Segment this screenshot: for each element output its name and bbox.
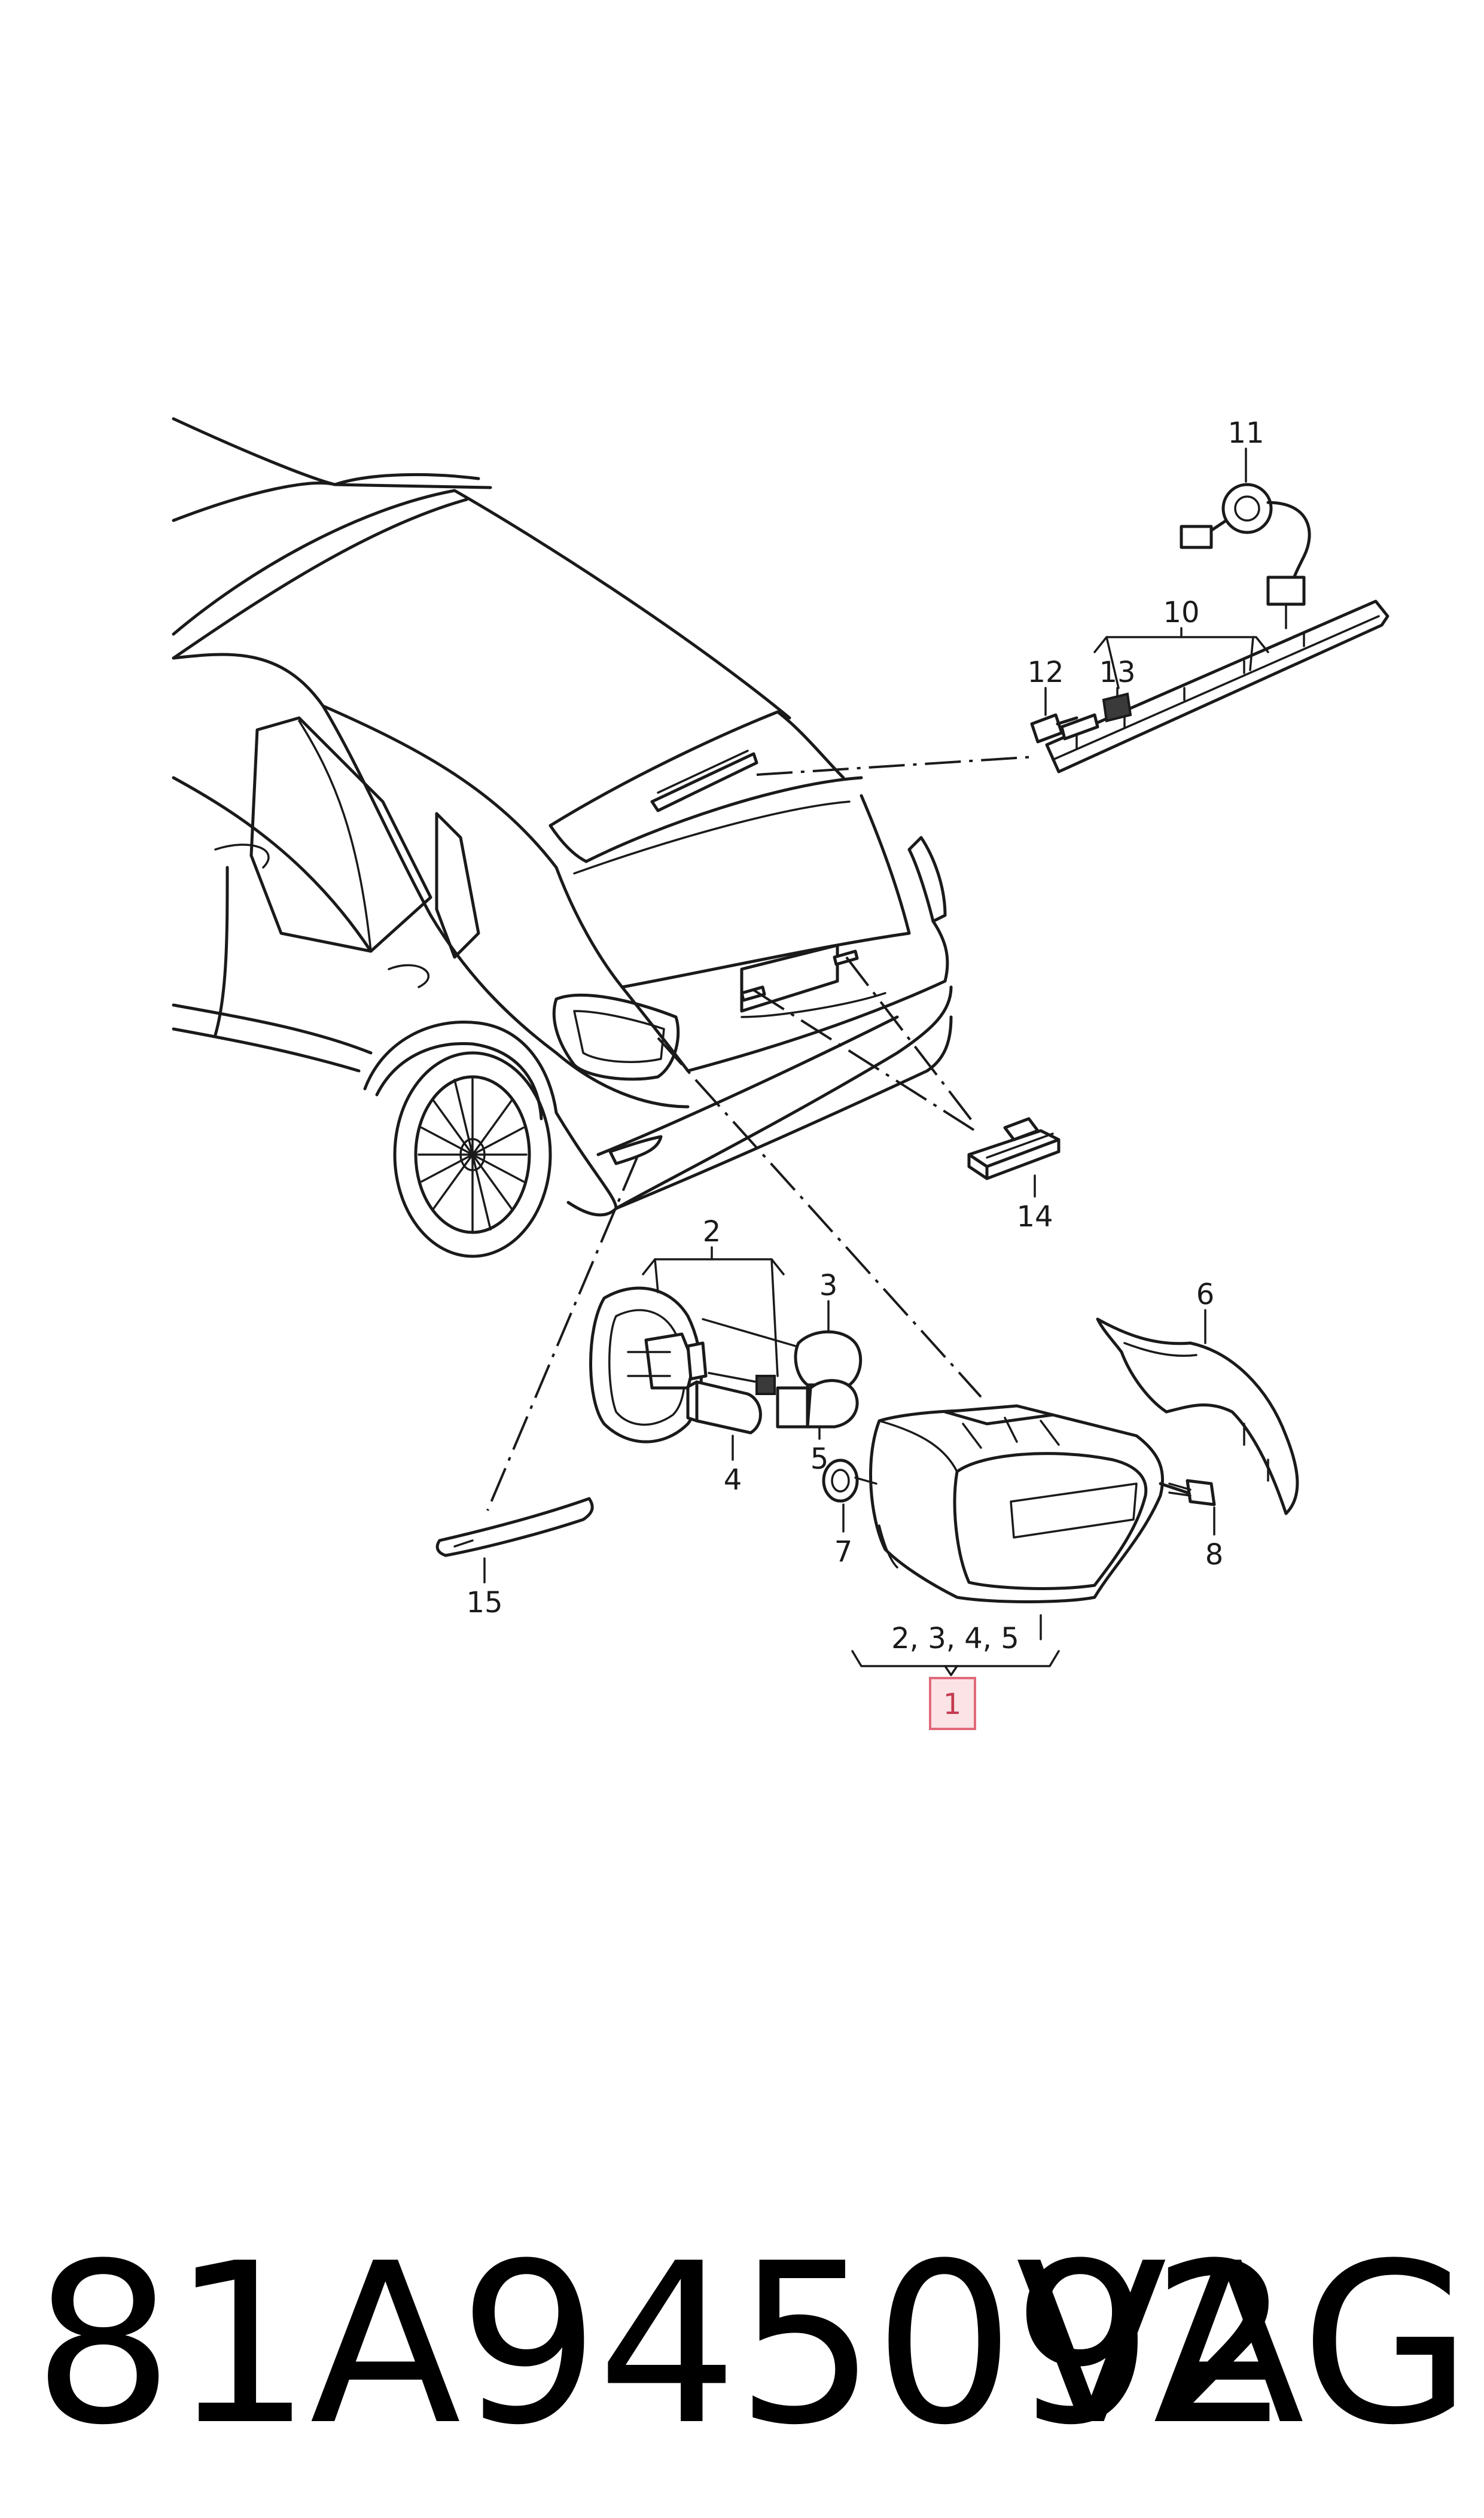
part-8-bolt xyxy=(1159,1479,1216,1506)
callout-5: 5 xyxy=(810,1442,829,1476)
callout-6: 6 xyxy=(1196,1278,1215,1311)
part-13-clip xyxy=(1102,692,1132,723)
part-7-nut xyxy=(822,1459,877,1503)
callout-labels: 11 10 12 13 14 2 3 4 5 6 7 8 15 2, 3, 4,… xyxy=(466,416,1264,1730)
callout-2: 2 xyxy=(703,1215,721,1249)
callout-12: 12 xyxy=(1027,656,1064,689)
callout-13: 13 xyxy=(1099,656,1135,689)
part-12-screw xyxy=(1030,713,1078,744)
part-1-tail-light-assembly xyxy=(869,1404,1165,1603)
brand-name: VAG xyxy=(1016,2216,1472,2474)
part-5-bulb xyxy=(708,1372,859,1429)
leader-lines xyxy=(486,756,1035,1511)
callout-8: 8 xyxy=(1205,1538,1224,1572)
part-11-wiring-connector xyxy=(1180,483,1311,629)
callout-3: 3 xyxy=(819,1269,838,1302)
part-10-high-mount-brake-light xyxy=(1045,599,1389,774)
part-14-license-plate-light xyxy=(967,1117,1061,1180)
part-2-bulb-holder xyxy=(589,1286,708,1444)
callout-group-2-3-4-5: 2, 3, 4, 5 xyxy=(891,1622,1019,1655)
callout-1: 1 xyxy=(943,1688,962,1721)
callout-10: 10 xyxy=(1163,596,1199,629)
callout-14: 14 xyxy=(1016,1200,1053,1234)
callout-15: 15 xyxy=(466,1586,502,1619)
callout-4: 4 xyxy=(724,1463,742,1497)
vehicle-outline xyxy=(172,417,953,1258)
callout-leaders xyxy=(483,447,1269,1676)
callout-11: 11 xyxy=(1227,416,1264,450)
part-6-trim-cover xyxy=(1096,1317,1299,1515)
callout-1-highlight xyxy=(929,1677,976,1730)
part-15-rear-reflector xyxy=(435,1497,594,1557)
callout-7: 7 xyxy=(834,1535,853,1569)
part-4-bulb xyxy=(686,1380,762,1435)
part-number: 81A945092 xyxy=(33,2216,1291,2474)
